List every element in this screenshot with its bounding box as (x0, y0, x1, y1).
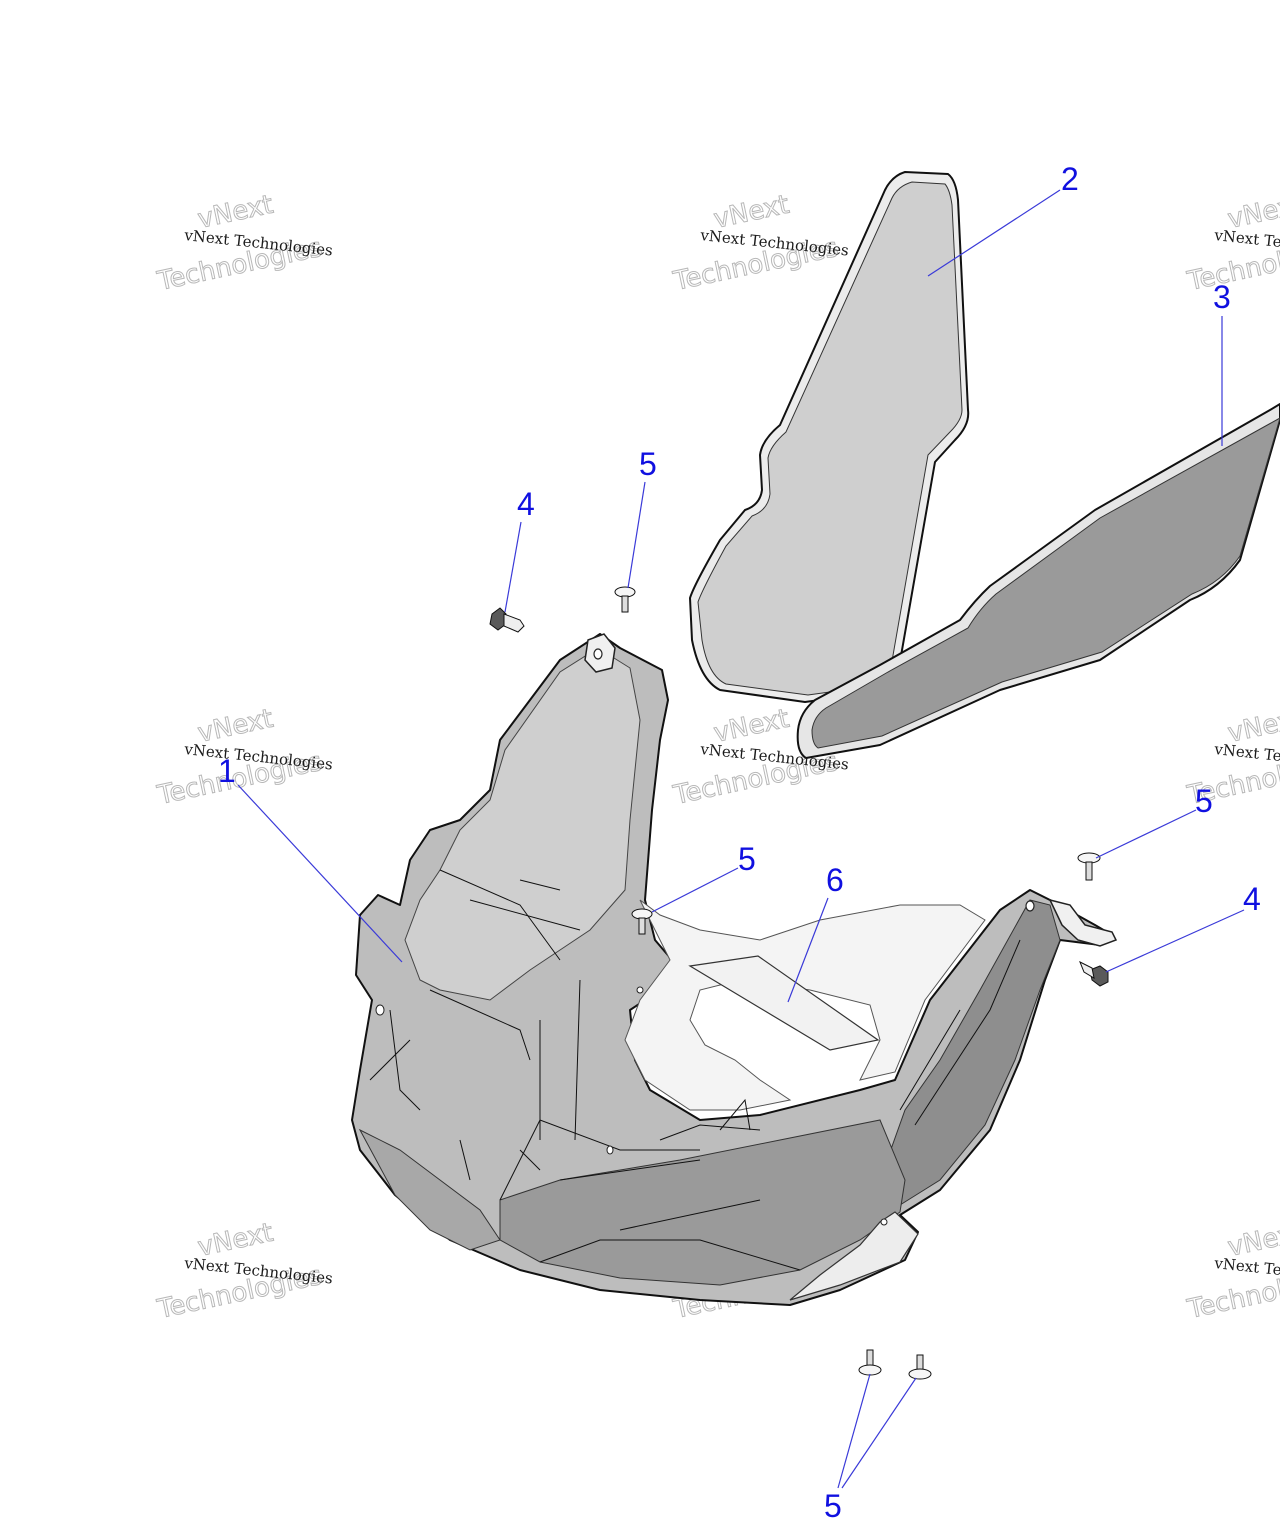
panel-3-face (811, 417, 1280, 749)
rivet-shank (621, 595, 629, 613)
leader-1 (237, 784, 403, 963)
callout-5[interactable]: 5 (738, 841, 756, 877)
mount-hole (606, 1145, 614, 1155)
watermark: vNext Technologies vNext Technologies (1184, 189, 1280, 297)
watermark: vNext Technologies vNext Technologies (154, 189, 334, 297)
leader-4b (1105, 909, 1245, 973)
watermark: vNext Technologies vNext Technologies (670, 189, 850, 297)
screw-body (1079, 960, 1095, 980)
leader-5b (651, 867, 739, 913)
leader-6 (787, 897, 829, 1003)
skid-right-bracket (1048, 898, 1118, 947)
callout-4[interactable]: 4 (517, 486, 535, 522)
leader-2 (927, 189, 1061, 277)
part-6-decal[interactable] (688, 955, 880, 1051)
mount-hole (636, 986, 644, 994)
rivet-head-icon (858, 1364, 882, 1376)
part-5-rivet-top[interactable] (614, 586, 636, 613)
watermark: vNext Technologies vNext Technologies (154, 703, 334, 811)
leader-5d-a (837, 1373, 871, 1489)
panel-2-face (697, 181, 963, 696)
part-5-rivet-bottom-b[interactable] (908, 1354, 932, 1380)
screw-body (503, 613, 525, 633)
mount-hole (1025, 900, 1035, 912)
skid-rear-tab (789, 1211, 919, 1301)
part-4-screw-right[interactable] (1079, 960, 1109, 987)
mount-hole (375, 1004, 385, 1016)
callout-3[interactable]: 3 (1213, 279, 1231, 315)
leader-5d-b (841, 1377, 917, 1489)
part-5-rivet-mid[interactable] (631, 908, 653, 935)
part-5-rivet-bottom-a[interactable] (858, 1349, 882, 1376)
screw-head-icon (1089, 965, 1109, 987)
callout-labels: 1 2 3 4 4 5 5 5 5 6 (218, 161, 1261, 1524)
leader-5a (627, 481, 646, 589)
callout-6[interactable]: 6 (826, 862, 844, 898)
callout-5[interactable]: 5 (639, 446, 657, 482)
watermark: vNext Technologies vNext Technologies (1184, 1217, 1280, 1325)
callout-1[interactable]: 1 (218, 753, 236, 789)
skid-right-arm (879, 899, 1061, 1206)
rivet-head-icon (908, 1368, 932, 1380)
rivet-shank (638, 917, 646, 935)
leader-5c (1095, 809, 1197, 859)
skid-left-lower-face (358, 1128, 501, 1251)
part-3-side-panel[interactable] (796, 403, 1280, 759)
mount-hole (880, 1218, 888, 1226)
callout-4[interactable]: 4 (1243, 881, 1261, 917)
decal-shape (688, 955, 880, 1051)
watermark: vNext Technologies vNext Technologies (154, 1217, 334, 1325)
callout-5[interactable]: 5 (824, 1488, 842, 1524)
part-1-skid-plate[interactable] (351, 633, 1118, 1306)
skid-detail-lines (369, 869, 1021, 1271)
part-4-screw-left[interactable] (489, 607, 525, 633)
leader-lines (237, 189, 1245, 1489)
part-2-side-panel[interactable] (689, 171, 970, 703)
callout-2[interactable]: 2 (1061, 161, 1079, 197)
rivet-shank (1085, 861, 1093, 881)
mount-hole (593, 648, 603, 660)
leader-4a (504, 521, 522, 613)
callout-5[interactable]: 5 (1195, 783, 1213, 819)
part-5-rivet-right[interactable] (1077, 852, 1101, 881)
skid-left-wall (404, 647, 641, 1001)
